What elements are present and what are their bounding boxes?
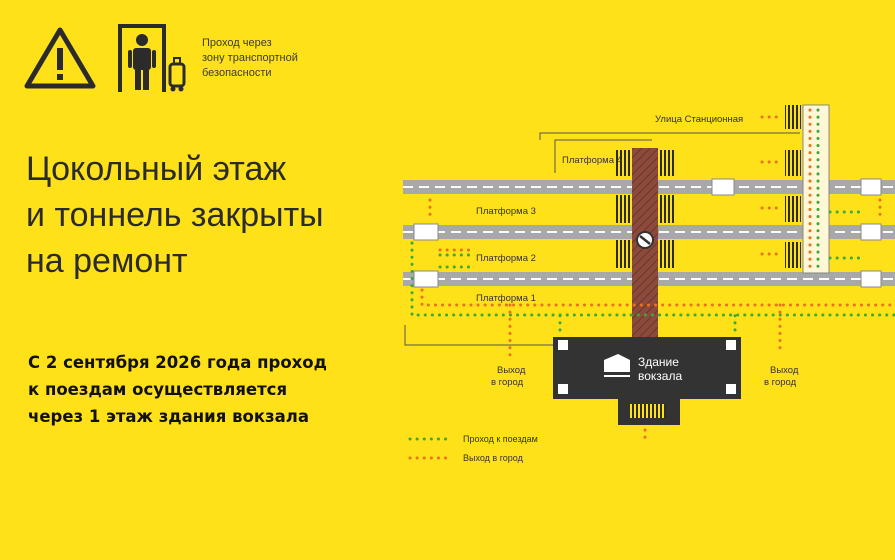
platform-label-3: Платформа 3 — [476, 206, 536, 217]
announcement-line: к поездам осуществляется — [28, 380, 288, 399]
title-line: на ремонт — [26, 242, 188, 280]
platform-label-2: Платформа 2 — [476, 253, 536, 264]
title-line: Цокольный этаж — [26, 150, 287, 188]
station-label-line: Здание — [638, 355, 679, 369]
exit-left-label: Выход — [497, 365, 526, 376]
security-zone-label: Проход через зону транспортной безопасно… — [202, 36, 342, 81]
exit-right-label: в город — [764, 377, 797, 388]
scheme-outline — [404, 132, 800, 346]
announcement-line: С 2 сентября 2026 года проход — [28, 353, 327, 372]
title-line: и тоннель закрыты — [26, 196, 324, 234]
warning-icon — [24, 27, 96, 89]
legend-label: Выход в город — [463, 453, 524, 463]
path-to-trains — [410, 108, 895, 332]
train-icon — [604, 354, 630, 377]
platform-label-4: Платформа 4 — [562, 155, 622, 166]
footbridge-stairs — [785, 105, 801, 268]
security-label-line: Проход через — [202, 37, 272, 49]
legend: Проход к поездам Выход в город — [408, 434, 538, 463]
legend-label: Проход к поездам — [463, 434, 538, 444]
station-building — [553, 337, 741, 399]
exit-left-label: в город — [491, 377, 524, 388]
exit-right-label: Выход — [770, 365, 799, 376]
announcement-line: через 1 этаж здания вокзала — [28, 407, 309, 426]
page-title: Цокольный этаж и тоннель закрыты на ремо… — [26, 146, 406, 284]
security-label-line: зону транспортной — [202, 52, 298, 64]
security-gate-icon — [118, 24, 186, 92]
station-label-line: вокзала — [638, 369, 682, 383]
exit-boxes — [413, 178, 882, 288]
door-icons — [558, 340, 736, 394]
announcement-text: С 2 сентября 2026 года проход к поездам … — [28, 349, 327, 430]
security-label-line: безопасности — [202, 67, 272, 79]
street-label: Улица Станционная — [655, 114, 743, 125]
path-to-city — [420, 108, 895, 442]
footbridge — [802, 104, 830, 274]
tunnel-stairs — [614, 150, 676, 268]
platform-label-1: Платформа 1 — [476, 293, 536, 304]
